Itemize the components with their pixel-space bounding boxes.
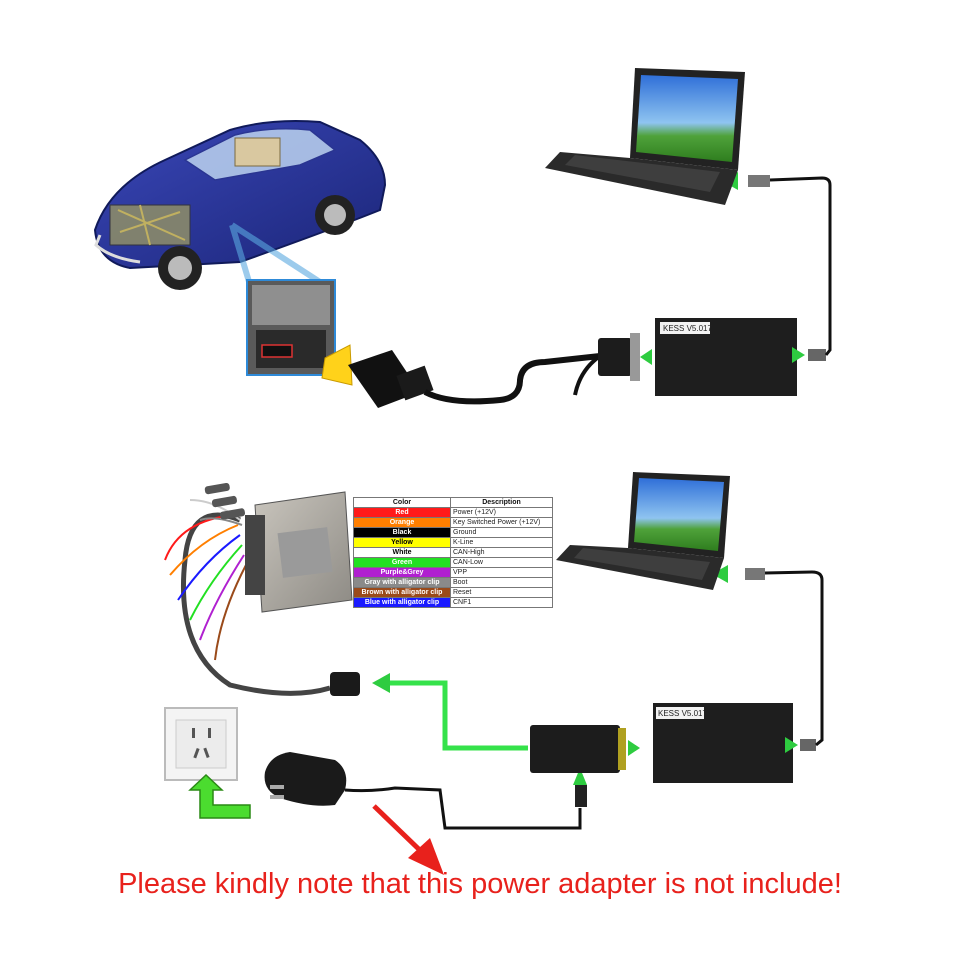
green-arrow-icon <box>792 347 805 363</box>
red-arrow-icon <box>372 804 444 875</box>
wire-description-cell: Reset <box>450 587 553 598</box>
laptop-icon <box>556 472 730 590</box>
green-arrow-icon <box>628 740 640 756</box>
wire-description-cell: K-Line <box>450 537 553 548</box>
kess-device-box-top: KESS V5.017 <box>655 318 797 396</box>
green-arrow-icon <box>573 768 587 785</box>
adapter-box-icon <box>530 725 626 773</box>
table-header-row: Color Description <box>353 497 553 508</box>
obd-port-photo <box>246 279 336 376</box>
wire-color-cell: Red <box>353 507 451 518</box>
wire-color-cell: White <box>353 547 451 558</box>
device-label-bottom: KESS V5.017 <box>658 709 707 718</box>
table-header-color: Color <box>353 497 451 508</box>
wire-description-cell: CAN-High <box>450 547 553 558</box>
wire-description-cell: VPP <box>450 567 553 578</box>
laptop-icon <box>545 68 745 205</box>
obd-connector-icon <box>348 350 434 408</box>
kess-device-box-bottom: KESS V5.017 <box>653 703 793 783</box>
wire-color-cell: Purple&Grey <box>353 567 451 578</box>
device-label-top: KESS V5.017 <box>663 324 712 333</box>
power-adapter-note: Please kindly note that this power adapt… <box>118 868 842 900</box>
yellow-arrow-icon <box>321 344 353 386</box>
ecu-module-icon <box>245 491 353 613</box>
wire-description-cell: Power (+12V) <box>450 507 553 518</box>
green-arrow-icon <box>188 773 251 819</box>
wire-description-cell: CNF1 <box>450 597 553 608</box>
alligator-clips-icon <box>204 482 246 520</box>
wire-color-cell: Brown with alligator clip <box>353 587 451 598</box>
power-adapter-icon <box>264 752 347 806</box>
car-cutaway-icon <box>93 120 387 290</box>
wire-description-cell: Ground <box>450 527 553 538</box>
wire-description-cell: Key Switched Power (+12V) <box>450 517 553 528</box>
wire-description-cell: Boot <box>450 577 553 588</box>
wall-socket-icon <box>164 707 238 781</box>
wire-color-cell: Black <box>353 527 451 538</box>
green-arrow-icon <box>640 349 652 365</box>
wire-color-cell: Green <box>353 557 451 568</box>
wire-description-cell: CAN-Low <box>450 557 553 568</box>
green-arrow-icon <box>712 565 728 583</box>
green-arrow-icon <box>785 737 798 753</box>
wire-color-cell: Orange <box>353 517 451 528</box>
table-header-description: Description <box>450 497 553 508</box>
wire-color-cell: Yellow <box>353 537 451 548</box>
green-arrow-icon <box>372 673 390 693</box>
wire-color-cell: Blue with alligator clip <box>353 597 451 608</box>
ecu-cable-connector-icon <box>330 672 360 696</box>
db25-connector-icon <box>598 333 640 381</box>
wire-color-cell: Gray with alligator clip <box>353 577 451 588</box>
